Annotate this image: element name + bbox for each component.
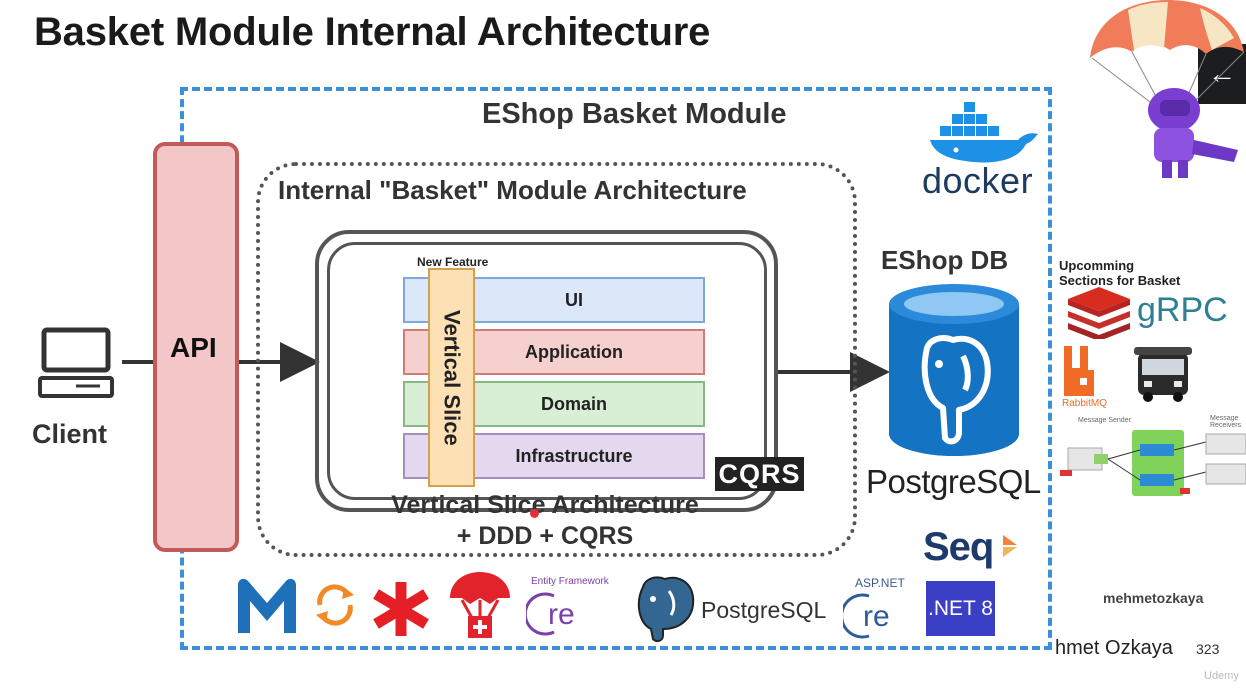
cqrs-badge: CQRS bbox=[715, 457, 804, 491]
internal-module-title: Internal "Basket" Module Architecture bbox=[278, 175, 747, 205]
layer-domain-label: Domain bbox=[540, 393, 607, 414]
docker-wordmark: docker bbox=[922, 160, 1034, 201]
docker-whale-icon bbox=[930, 102, 1038, 163]
upcoming-line1: Upcomming bbox=[1059, 258, 1135, 273]
postgres-elephant-icon bbox=[637, 576, 695, 643]
refresh-cycle-icon bbox=[316, 584, 354, 626]
mediatr-icon bbox=[238, 578, 296, 633]
udemy-watermark: Udemy bbox=[1204, 670, 1239, 682]
author-name: hmet Ozkaya bbox=[1055, 637, 1173, 659]
parachute-mascot-icon bbox=[1090, 0, 1245, 178]
ef-core-caption: Entity Framework bbox=[531, 576, 609, 587]
asterisk-icon bbox=[373, 582, 429, 636]
seq-chevron-icon bbox=[1003, 535, 1017, 557]
message-receivers-label: Message Receivers bbox=[1210, 415, 1242, 429]
postgres-db-wordmark: PostgreSQL bbox=[866, 463, 1041, 500]
masstransit-bus-icon bbox=[1134, 347, 1192, 402]
slide-page-number: 323 bbox=[1196, 641, 1220, 657]
grpc-wordmark: gRPC bbox=[1137, 291, 1228, 329]
message-sender-label: Message Sender bbox=[1078, 417, 1131, 424]
basket-module-title: EShop Basket Module bbox=[482, 98, 787, 130]
vertical-slice-caption-line2: + DDD + CQRS bbox=[456, 522, 634, 550]
client-label: Client bbox=[32, 419, 108, 449]
monitor-icon bbox=[38, 327, 114, 398]
vertical-slice-caption-line1: Vertical Slice Architecture bbox=[391, 491, 699, 519]
aspnet-core-icon: re bbox=[843, 593, 890, 639]
layer-infrastructure-label: Infrastructure bbox=[515, 445, 633, 466]
redis-icon bbox=[1068, 287, 1130, 339]
vertical-slice-label-wrap: Vertical Slice bbox=[428, 268, 475, 487]
cursor-dot bbox=[530, 509, 539, 518]
api-label: API bbox=[170, 332, 217, 363]
postgres-wordmark: PostgreSQL bbox=[701, 597, 827, 623]
rabbitmq-label: RabbitMQ bbox=[1062, 398, 1108, 409]
messaging-diagram bbox=[1060, 430, 1246, 496]
api-box bbox=[153, 142, 239, 552]
database-cylinder-icon bbox=[889, 284, 1019, 456]
svg-text:re: re bbox=[548, 598, 575, 631]
vertical-slice-outer-frame bbox=[315, 230, 778, 512]
layer-ui-label: UI bbox=[565, 289, 583, 310]
upcoming-sections-label: Upcomming Sections for Basket bbox=[1059, 258, 1180, 288]
aspnet-caption: ASP.NET bbox=[855, 576, 905, 590]
page-title: Basket Module Internal Architecture bbox=[34, 10, 711, 54]
parachute-carter-icon bbox=[450, 572, 510, 638]
internal-module-boundary bbox=[256, 162, 857, 557]
author-handle: mehmetozkaya bbox=[1103, 590, 1204, 606]
svg-text:re: re bbox=[863, 600, 890, 633]
dotnet8-badge: .NET 8 bbox=[926, 581, 995, 636]
upcoming-line2: Sections for Basket bbox=[1059, 273, 1181, 288]
rabbitmq-icon bbox=[1064, 346, 1094, 396]
seq-wordmark: Seq bbox=[923, 525, 994, 569]
layer-application-label: Application bbox=[525, 341, 623, 362]
vertical-slice-inner-frame bbox=[327, 242, 767, 500]
vertical-slice-bar bbox=[428, 268, 475, 487]
new-feature-label: New Feature bbox=[417, 255, 489, 269]
vertical-slice-caption: Vertical Slice Architecture + DDD + CQRS bbox=[330, 490, 760, 552]
vertical-slice-label: Vertical Slice bbox=[439, 309, 465, 446]
database-title: EShop DB bbox=[881, 245, 1009, 275]
ef-core-icon: re bbox=[526, 592, 575, 636]
